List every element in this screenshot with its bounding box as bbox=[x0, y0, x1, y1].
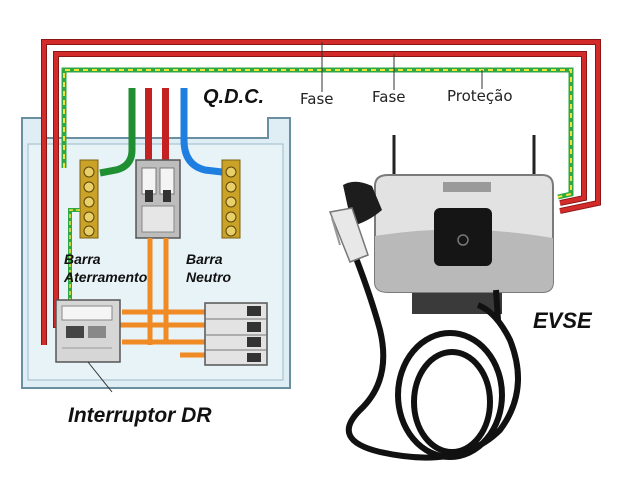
earth-wire bbox=[61, 67, 574, 200]
connector-handle bbox=[328, 181, 382, 263]
label-pointers bbox=[321, 42, 483, 92]
phase-wire-1 bbox=[41, 39, 601, 345]
protection-label: Proteção bbox=[447, 87, 513, 105]
phase-2-label: Fase bbox=[372, 88, 406, 106]
main-breaker bbox=[135, 159, 181, 239]
residual-current-device-label: Interruptor DR bbox=[68, 404, 212, 427]
earth-jumper bbox=[68, 208, 80, 300]
incoming-feeders bbox=[99, 88, 223, 177]
evse-label: EVSE bbox=[533, 308, 592, 333]
branch-breakers bbox=[204, 302, 268, 366]
bridge-wiring bbox=[112, 238, 205, 358]
neutral-busbar bbox=[221, 159, 241, 239]
phase-1-label: Fase bbox=[300, 90, 334, 108]
charging-cable bbox=[345, 256, 521, 461]
residual-current-device bbox=[55, 299, 121, 363]
dr-pointer bbox=[87, 361, 113, 393]
neutral-bar-label: Barra Neutro bbox=[186, 251, 232, 285]
grounding-bar-label: Barra Aterramento bbox=[64, 251, 148, 285]
qdc-label: Q.D.C. bbox=[203, 86, 265, 108]
grounding-busbar bbox=[79, 159, 99, 239]
evse-charger bbox=[374, 135, 554, 314]
